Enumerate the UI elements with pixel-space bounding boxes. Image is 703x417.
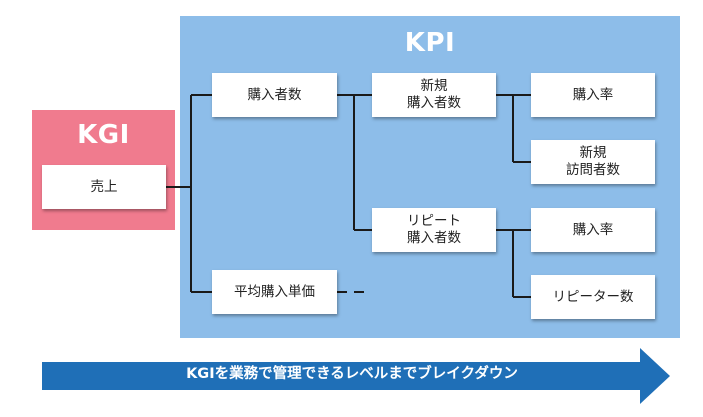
- node-repeat-purchasers: リピート 購入者数: [372, 208, 496, 252]
- node-new-purchasers: 新規 購入者数: [372, 73, 496, 117]
- node-new-purchase-rate: 購入率: [531, 73, 655, 117]
- node-repeaters: リピーター数: [531, 275, 655, 319]
- breakdown-arrow-label: KGIを業務で管理できるレベルまでブレイクダウン: [186, 366, 518, 382]
- kgi-panel-title: KGI: [77, 120, 130, 150]
- node-sales: 売上: [42, 165, 166, 209]
- node-new-visitors: 新規 訪問者数: [531, 140, 655, 184]
- kpi-panel-title: KPI: [404, 28, 456, 58]
- node-avg-price: 平均購入単価: [212, 270, 337, 314]
- node-purchasers: 購入者数: [212, 73, 337, 117]
- node-repeat-purchase-rate: 購入率: [531, 208, 655, 252]
